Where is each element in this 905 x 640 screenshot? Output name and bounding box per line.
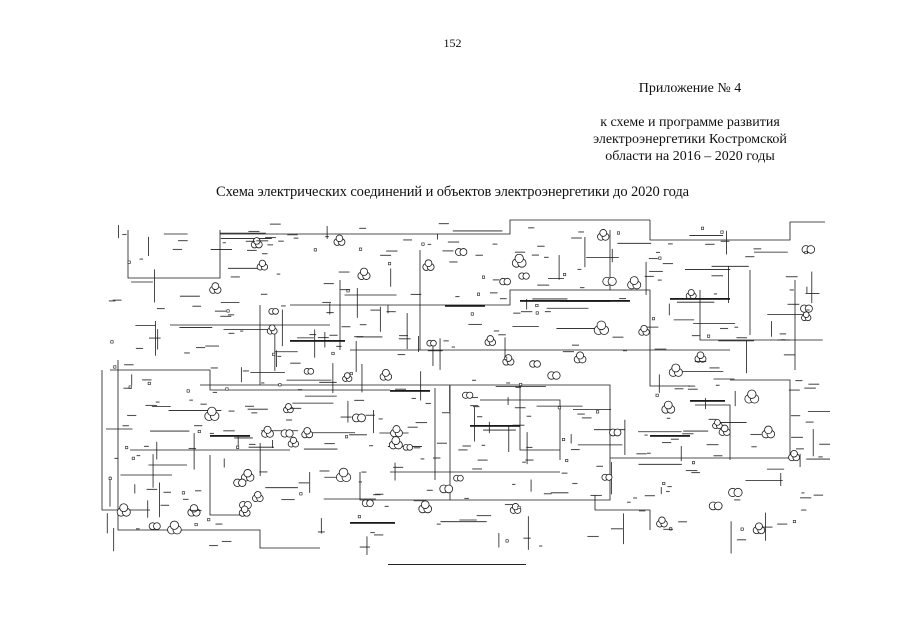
appendix-line-1: к схеме и программе развития xyxy=(600,115,780,130)
appendix-line-2: электроэнергетики Костромской xyxy=(593,132,787,147)
electrical-schematic xyxy=(101,219,830,555)
appendix-line-3: области на 2016 – 2020 годы xyxy=(605,149,775,164)
appendix-label: Приложение № 4 xyxy=(638,81,742,96)
document-title: Схема электрических соединений и объекто… xyxy=(216,184,689,200)
page-number: 152 xyxy=(443,36,462,50)
footer-rule xyxy=(388,564,526,565)
appendix-block: Приложение № 4 к схеме и программе разви… xyxy=(580,80,800,165)
